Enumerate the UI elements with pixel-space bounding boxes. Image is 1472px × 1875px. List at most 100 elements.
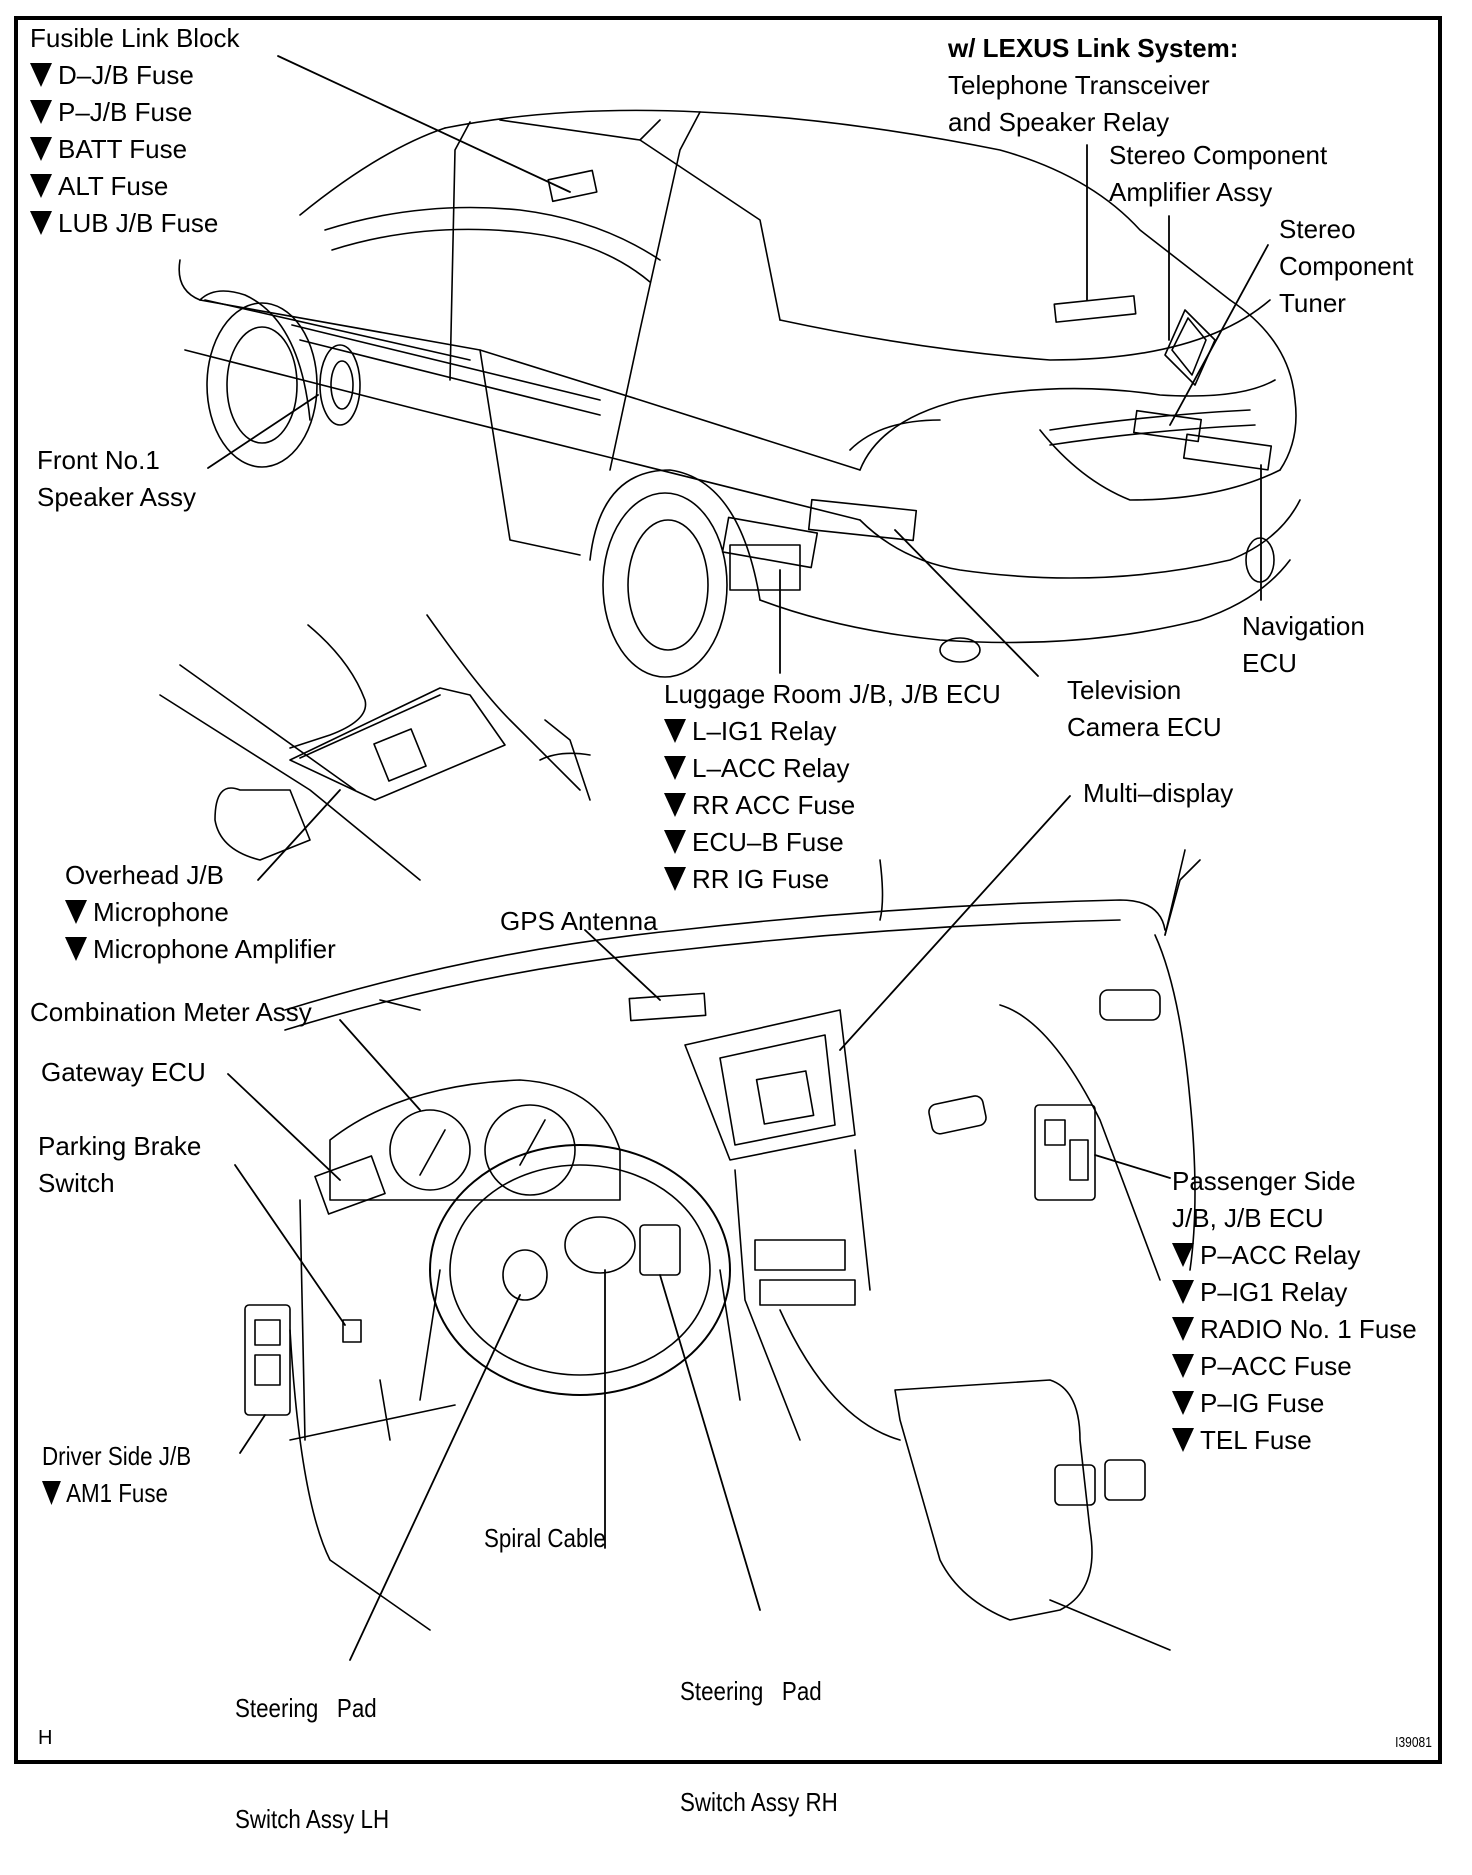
gps-antenna-part: [629, 993, 705, 1020]
gateway-ecu-label: Gateway ECU: [41, 1054, 206, 1091]
stereo-tuner-label: Stereo Component Tuner: [1279, 211, 1413, 322]
triangle-marker-icon: [30, 100, 52, 124]
combination-meter-label: Combination Meter Assy: [30, 994, 312, 1031]
car-trunk-outline: [780, 300, 1270, 360]
leader-steering-rh: [660, 1275, 760, 1610]
label-line: Passenger Side: [1172, 1166, 1356, 1196]
overhead-jb-part: [290, 688, 505, 800]
gateway-ecu-part: [315, 1156, 385, 1214]
label-line: Gateway ECU: [41, 1057, 206, 1087]
label-line: Combination Meter Assy: [30, 997, 312, 1027]
rear-view-mirror: [215, 788, 310, 860]
leader-gps-antenna: [585, 930, 660, 1000]
list-item: L–IG1 Relay: [664, 713, 1001, 750]
triangle-marker-icon: [664, 830, 686, 854]
navigation-ecu-label: Navigation ECU: [1242, 608, 1365, 682]
multi-display-label: Multi–display: [1083, 775, 1233, 812]
list-item: RR IG Fuse: [664, 861, 1001, 898]
lexus-link-heading: w/ LEXUS Link System:: [948, 33, 1239, 63]
leader-steering-lh: [350, 1295, 520, 1660]
label-line: Multi–display: [1083, 778, 1234, 808]
list-item: BATT Fuse: [30, 131, 240, 168]
leader-stereo-tuner: [1170, 245, 1268, 425]
label-line: Steering Pad: [680, 1676, 822, 1706]
label-line: Speaker Assy: [37, 482, 196, 512]
car-side-outline: [179, 260, 860, 470]
component-location-illustration: [0, 0, 1472, 1784]
parking-brake-switch-part: [343, 1320, 361, 1342]
triangle-marker-icon: [30, 174, 52, 198]
label-line: Stereo Component: [1109, 140, 1328, 170]
label-line: Switch Assy RH: [680, 1787, 838, 1817]
triangle-marker-icon: [664, 793, 686, 817]
front-speaker-label: Front No.1 Speaker Assy: [37, 442, 196, 516]
list-item: LUB J/B Fuse: [30, 205, 240, 242]
diagram-frame: [14, 16, 1442, 1764]
list-item: P–J/B Fuse: [30, 94, 240, 131]
leader-multi-display: [840, 796, 1070, 1050]
steering-pad-switch-rh-label: Steering Pad Switch Assy RH: [680, 1599, 838, 1858]
list-item: D–J/B Fuse: [30, 57, 240, 94]
gps-antenna-label: GPS Antenna: [500, 903, 658, 940]
driver-side-jb-label: Driver Side J/B AM1 Fuse: [42, 1438, 191, 1512]
overhead-console-drawing: [160, 615, 590, 880]
leader-parking-brake: [235, 1165, 345, 1325]
label-title: Driver Side J/B: [42, 1441, 192, 1471]
driver-side-jb-part: [245, 1305, 290, 1415]
label-line: J/B, J/B ECU: [1172, 1203, 1324, 1233]
stereo-tuner-part: [1134, 411, 1201, 442]
leader-fusible-link: [278, 56, 570, 192]
triangle-marker-icon: [65, 900, 87, 924]
list-item: AM1 Fuse: [42, 1475, 191, 1512]
list-item: P–IG Fuse: [1172, 1385, 1417, 1422]
corner-letter: H: [38, 1727, 53, 1749]
front-wheel: [207, 303, 317, 467]
triangle-marker-icon: [65, 937, 87, 961]
triangle-marker-icon: [30, 137, 52, 161]
combination-meter-part: [330, 1080, 620, 1200]
television-camera-ecu-label: Television Camera ECU: [1067, 672, 1222, 746]
label-line: Component: [1279, 251, 1414, 281]
label-line: Telephone Transceiver: [948, 70, 1210, 100]
label-title: Fusible Link Block: [30, 23, 240, 53]
label-line: Parking Brake: [38, 1131, 202, 1161]
label-line: Spiral Cable: [484, 1523, 606, 1553]
stereo-amplifier-label: Stereo Component Amplifier Assy: [1109, 137, 1327, 211]
leader-passenger-side: [1095, 1155, 1170, 1178]
label-line: and Speaker Relay: [948, 107, 1170, 137]
triangle-marker-icon: [1172, 1391, 1194, 1415]
label-line: Television: [1067, 675, 1182, 705]
label-line: GPS Antenna: [500, 906, 658, 936]
list-item: P–ACC Relay: [1172, 1237, 1417, 1274]
list-item: P–ACC Fuse: [1172, 1348, 1417, 1385]
luggage-room-jb-part: [723, 517, 818, 567]
center-armrest: [895, 1380, 1092, 1620]
label-line: Tuner: [1279, 288, 1346, 318]
triangle-marker-icon: [664, 719, 686, 743]
car-body-drawing: [179, 110, 1300, 677]
fusible-link-block-label: Fusible Link Block D–J/B Fuse P–J/B Fuse…: [30, 20, 240, 242]
list-item: ALT Fuse: [30, 168, 240, 205]
overhead-jb-label: Overhead J/B Microphone Microphone Ampli…: [65, 857, 336, 968]
passenger-side-jb-part: [1035, 1105, 1095, 1200]
dashboard-drawing: [245, 850, 1200, 1650]
label-line: Stereo: [1279, 214, 1356, 244]
triangle-marker-icon: [1172, 1354, 1194, 1378]
list-item: TEL Fuse: [1172, 1422, 1417, 1459]
rear-emblem: [1165, 310, 1215, 385]
triangle-marker-icon: [30, 63, 52, 87]
triangle-marker-icon: [1172, 1317, 1194, 1341]
list-item: P–IG1 Relay: [1172, 1274, 1417, 1311]
list-item: Microphone Amplifier: [65, 931, 336, 968]
dash-vent-right: [1100, 990, 1160, 1020]
triangle-marker-icon: [30, 211, 52, 235]
leader-overhead-jb: [258, 790, 340, 880]
steering-wheel: [430, 1145, 730, 1395]
spiral-cable-label: Spiral Cable: [484, 1520, 606, 1557]
label-line: Switch Assy LH: [235, 1804, 390, 1834]
triangle-marker-icon: [1172, 1243, 1194, 1267]
label-line: Navigation: [1242, 611, 1365, 641]
leader-gateway-ecu: [228, 1074, 340, 1180]
triangle-marker-icon: [1172, 1280, 1194, 1304]
steering-pad-rh-part: [640, 1225, 680, 1275]
